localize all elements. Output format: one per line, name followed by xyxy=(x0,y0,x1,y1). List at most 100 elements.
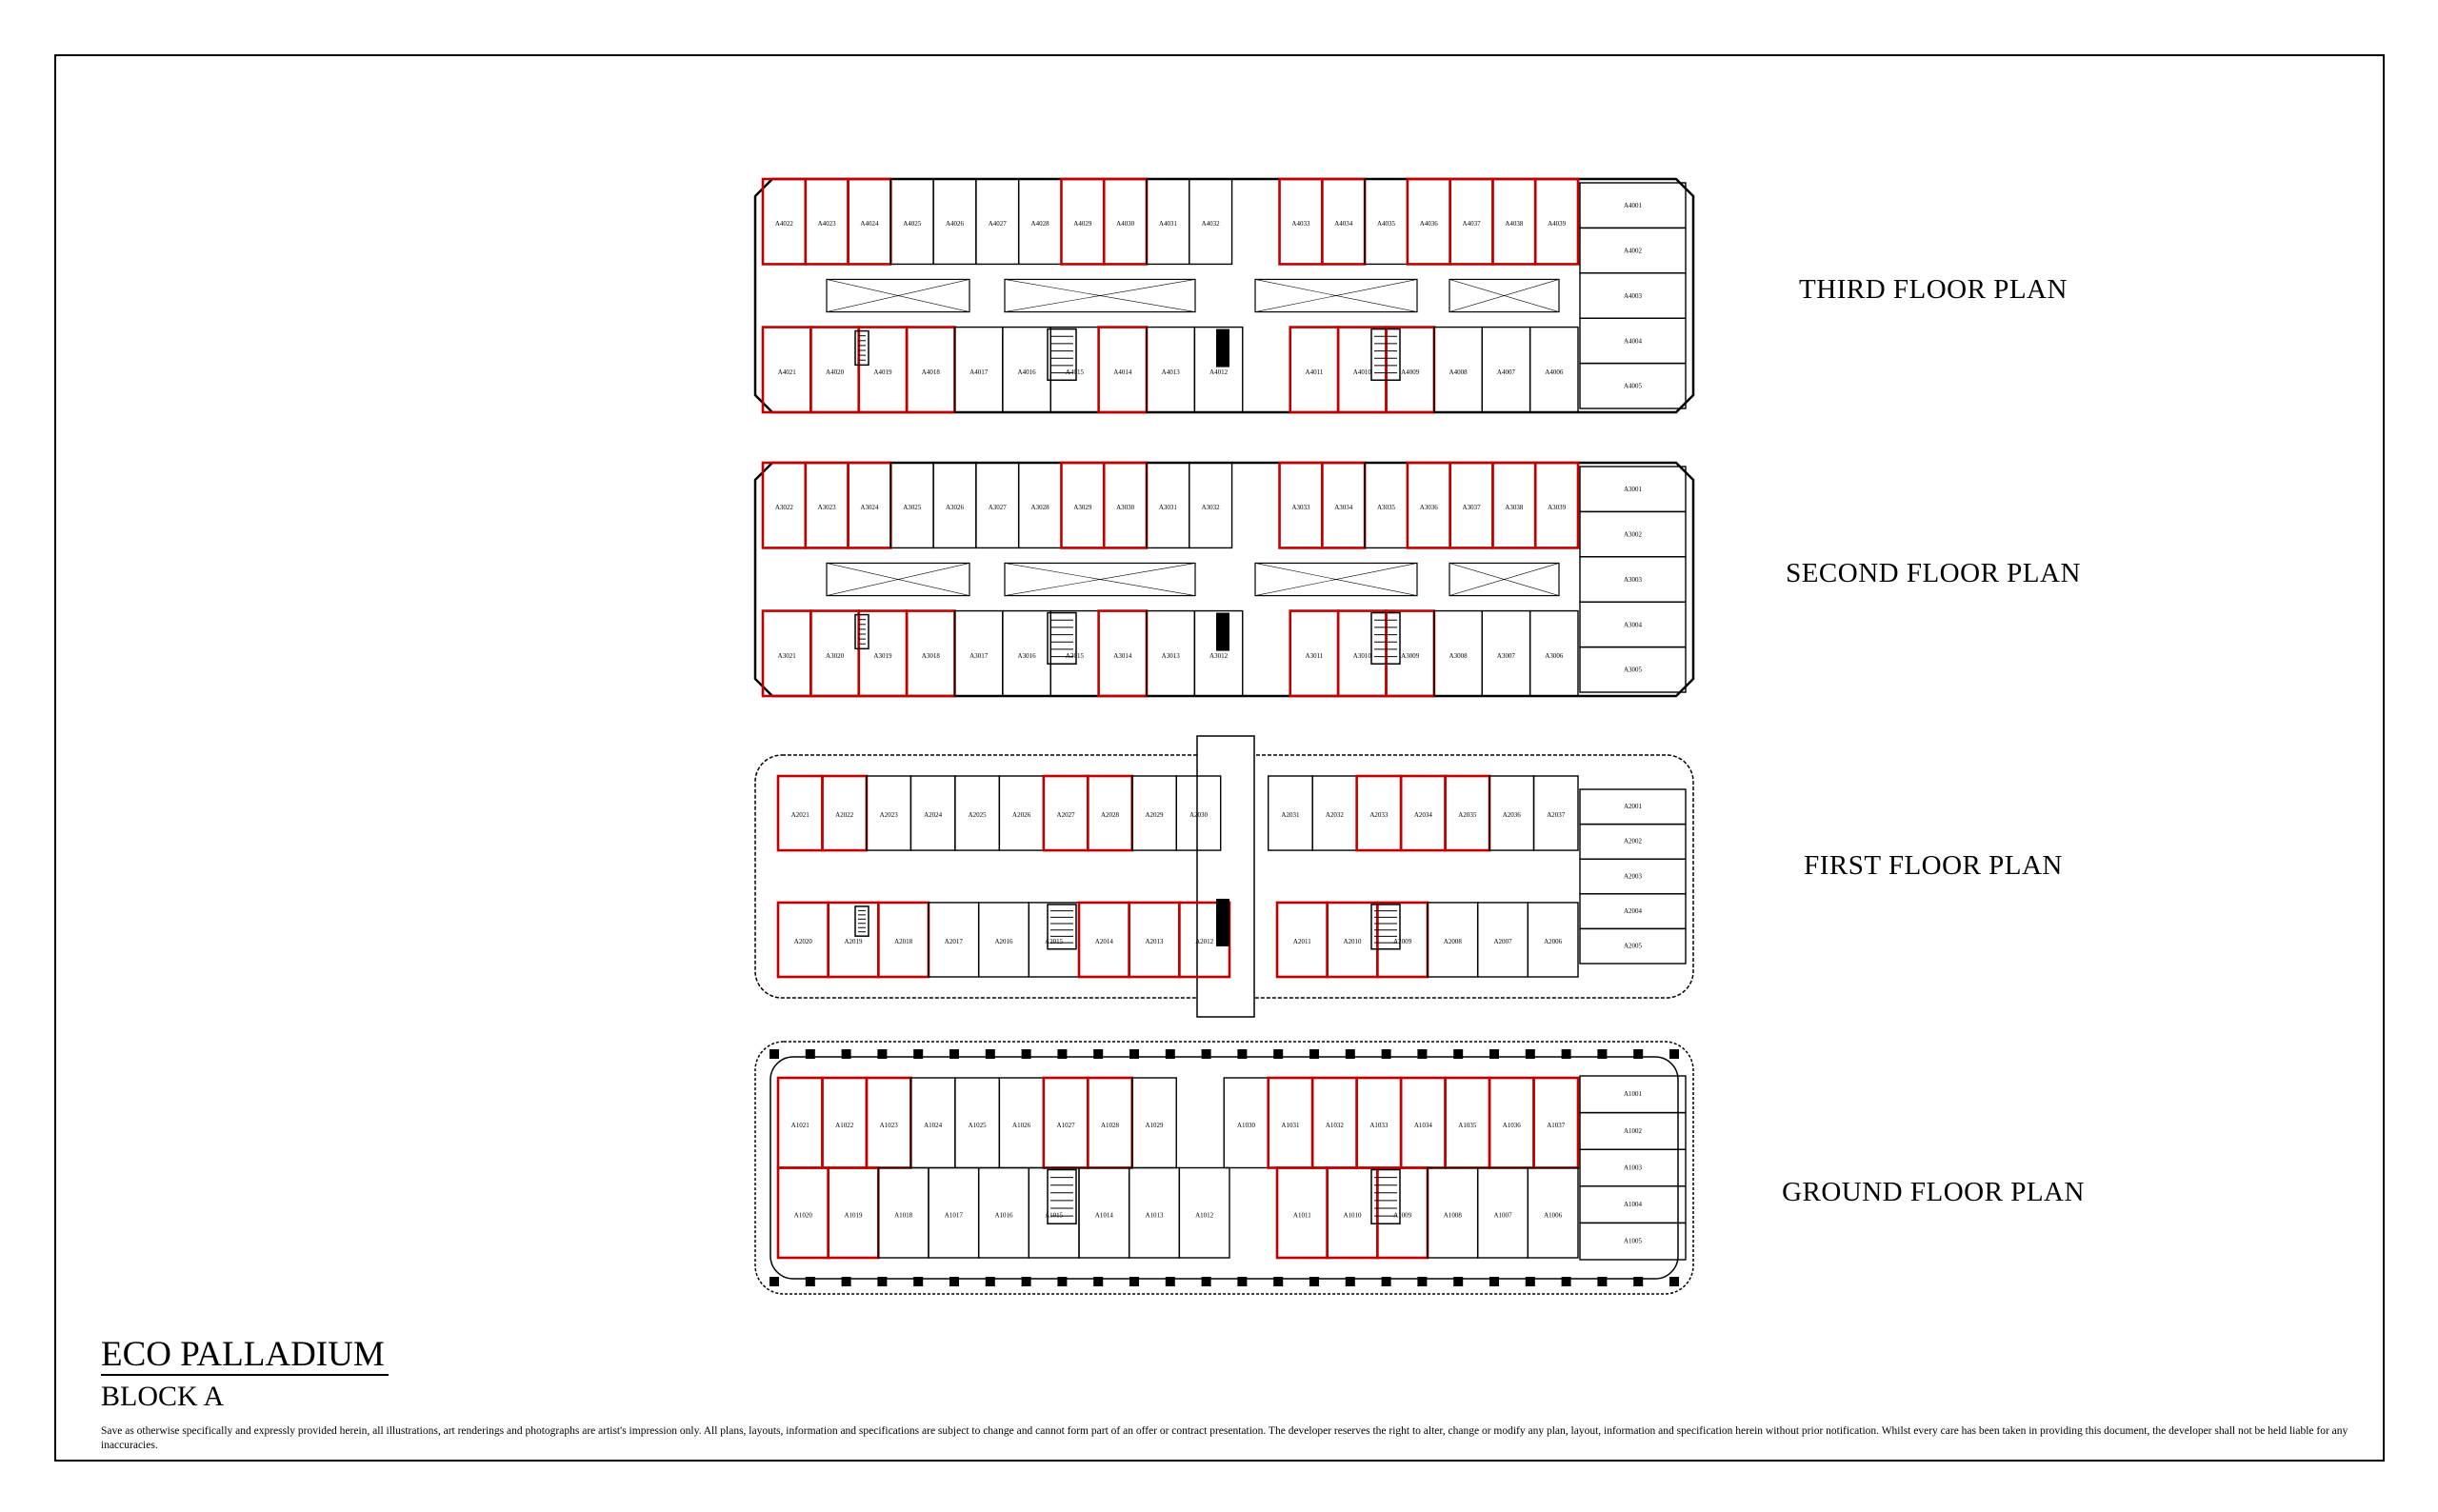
unit-number: A4033 xyxy=(1291,220,1310,228)
unit-number: A2008 xyxy=(1444,938,1463,945)
column xyxy=(1597,1277,1608,1286)
void-cross xyxy=(1004,279,1196,312)
unit-number: A4022 xyxy=(775,220,794,228)
unit-number: A1016 xyxy=(994,1211,1013,1219)
column xyxy=(1273,1049,1284,1059)
staircase xyxy=(1047,328,1077,381)
building-outline xyxy=(769,1056,1679,1280)
unit-number: A1024 xyxy=(924,1122,943,1129)
drawing-frame xyxy=(54,54,2385,1462)
unit-number: A2002 xyxy=(1624,838,1643,846)
unit-number: A2032 xyxy=(1326,811,1345,819)
unit-number: A4013 xyxy=(1162,368,1181,376)
column xyxy=(841,1277,851,1286)
column xyxy=(1345,1049,1355,1059)
unit-number: A3019 xyxy=(873,652,892,660)
unit-number: A1017 xyxy=(945,1211,964,1219)
unit-number: A2012 xyxy=(1195,938,1214,945)
column xyxy=(1093,1049,1104,1059)
unit-number: A1002 xyxy=(1624,1127,1643,1135)
unit-number: A4023 xyxy=(818,220,837,228)
void-opening xyxy=(826,562,970,597)
unit-number: A3026 xyxy=(946,504,965,511)
unit-number: A3013 xyxy=(1162,652,1181,660)
unit-number: A2005 xyxy=(1624,943,1643,950)
shop-unit xyxy=(1189,462,1233,549)
building-outline xyxy=(753,461,1695,698)
end-unit xyxy=(1579,927,1687,965)
unit-number: A4010 xyxy=(1353,368,1372,376)
void-opening xyxy=(1004,278,1196,313)
void-cross xyxy=(1449,563,1560,596)
void-cross xyxy=(1254,279,1418,312)
end-unit xyxy=(1579,362,1687,409)
shop-unit xyxy=(1533,461,1580,549)
void-cross xyxy=(1254,563,1418,596)
unit-number: A1035 xyxy=(1458,1122,1477,1129)
void-opening xyxy=(1449,562,1560,597)
column xyxy=(1273,1277,1284,1286)
first-floor-label: FIRST FLOOR PLAN xyxy=(1804,850,2063,881)
void-opening xyxy=(1254,562,1418,597)
unit-number: A2006 xyxy=(1544,938,1563,945)
unit-number: A4009 xyxy=(1401,368,1420,376)
unit-number: A1036 xyxy=(1503,1122,1522,1129)
column xyxy=(1633,1277,1644,1286)
void-opening xyxy=(826,278,970,313)
shop-unit xyxy=(1532,775,1579,851)
unit-number: A3039 xyxy=(1548,504,1567,511)
staircase xyxy=(1370,611,1401,665)
void-cross xyxy=(1004,563,1196,596)
unit-number: A3020 xyxy=(826,652,845,660)
unit-number: A4035 xyxy=(1377,220,1396,228)
unit-number: A4039 xyxy=(1548,220,1567,228)
unit-number: A2014 xyxy=(1095,938,1114,945)
unit-number: A2018 xyxy=(894,938,913,945)
staircase xyxy=(1370,328,1401,381)
podium-outline xyxy=(754,1041,1694,1295)
unit-number: A1033 xyxy=(1369,1122,1389,1129)
column xyxy=(1417,1049,1428,1059)
unit-number: A3018 xyxy=(922,652,941,660)
unit-number: A2035 xyxy=(1458,811,1477,819)
column xyxy=(1669,1277,1679,1286)
unit-number: A4036 xyxy=(1420,220,1439,228)
unit-number: A1005 xyxy=(1624,1238,1643,1245)
column xyxy=(805,1049,815,1059)
unit-number: A2010 xyxy=(1343,938,1362,945)
unit-number: A1010 xyxy=(1343,1211,1362,1219)
unit-number: A4026 xyxy=(946,220,965,228)
unit-number: A3032 xyxy=(1202,504,1221,511)
unit-number: A3007 xyxy=(1497,652,1516,660)
column xyxy=(805,1277,815,1286)
unit-number: A4008 xyxy=(1449,368,1469,376)
unit-number: A3030 xyxy=(1116,504,1135,511)
ground-floor-label: GROUND FLOOR PLAN xyxy=(1782,1177,2085,1207)
unit-number: A3009 xyxy=(1401,652,1420,660)
third-floor-label: THIRD FLOOR PLAN xyxy=(1799,274,2068,305)
column xyxy=(1165,1049,1175,1059)
shop-unit xyxy=(1533,177,1580,266)
unit-number: A1034 xyxy=(1414,1122,1433,1129)
unit-number: A3015 xyxy=(1066,652,1085,660)
unit-number: A4017 xyxy=(969,368,989,376)
unit-number: A3029 xyxy=(1073,504,1092,511)
unit-number: A1029 xyxy=(1145,1122,1164,1129)
unit-number: A4003 xyxy=(1624,292,1643,300)
unit-number: A3034 xyxy=(1334,504,1353,511)
unit-number: A4006 xyxy=(1545,368,1564,376)
void-opening xyxy=(1449,278,1560,313)
column xyxy=(1525,1049,1535,1059)
unit-number: A3012 xyxy=(1209,652,1229,660)
column xyxy=(985,1277,995,1286)
unit-number: A3005 xyxy=(1624,666,1643,674)
staircase xyxy=(1047,904,1077,950)
unit-number: A1015 xyxy=(1045,1211,1064,1219)
unit-number: A2029 xyxy=(1145,811,1164,819)
shop-unit xyxy=(1527,902,1579,978)
column xyxy=(913,1049,924,1059)
unit-number: A3017 xyxy=(969,652,989,660)
unit-number: A3033 xyxy=(1291,504,1310,511)
